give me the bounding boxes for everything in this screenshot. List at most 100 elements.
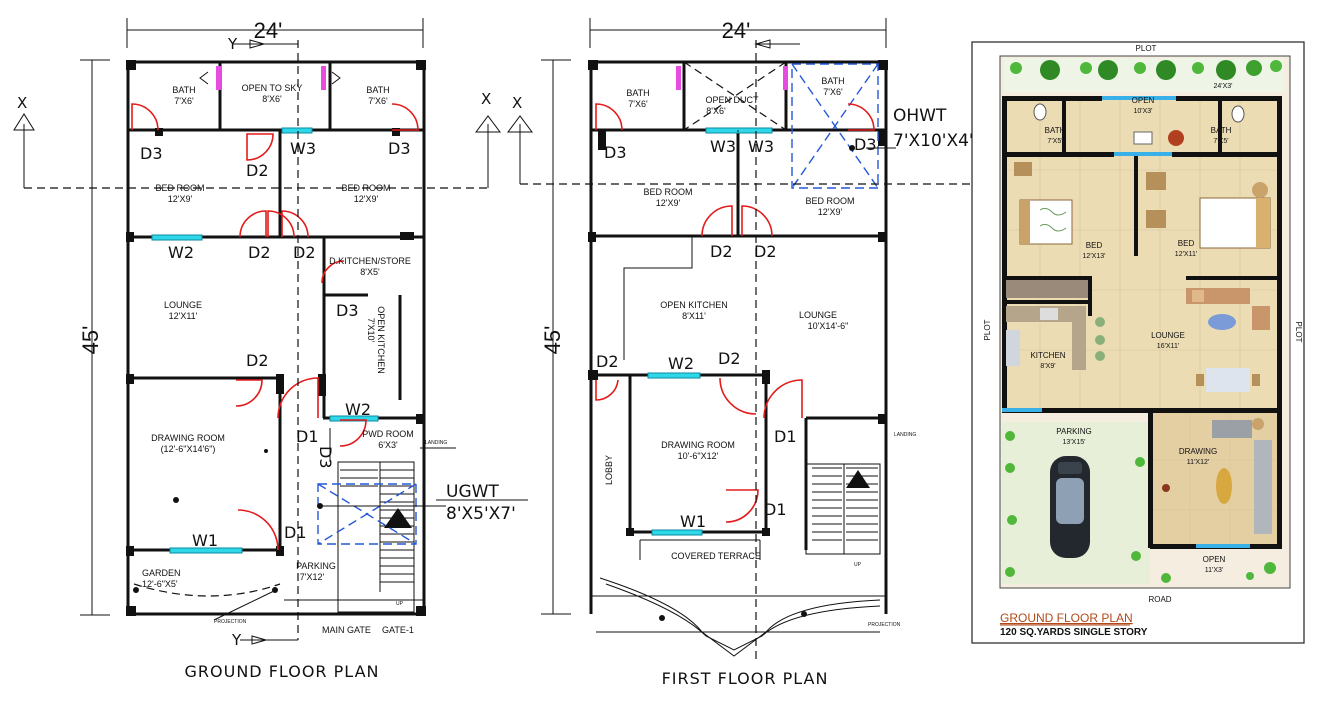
p1-open-sky-size: 8'X6' [262, 94, 282, 104]
tree-row [1005, 60, 1282, 583]
bath-fixtures [1033, 103, 1245, 146]
rendered-walls [1002, 96, 1282, 549]
p3-open-bottom: OPEN [1203, 555, 1226, 564]
p3-open-top: OPEN [1132, 96, 1155, 105]
p1-parking-label: PARKING [296, 561, 336, 571]
p3-plot-right: PLOT [1294, 322, 1303, 343]
p2-d3b: D3 [854, 135, 877, 154]
p1-d2c: D2 [293, 243, 316, 262]
p2-bed-right-label: BED ROOM [805, 196, 854, 206]
p2-bed-left-label: BED ROOM [643, 187, 692, 197]
plan2-depth-dim: 45' [540, 326, 565, 355]
p1-d3b: D3 [388, 139, 411, 158]
p2-d2d: D2 [718, 349, 741, 368]
p1-d3c: D3 [336, 301, 359, 320]
first-floor-cad-plan: 24' 45' [507, 18, 974, 688]
p1-x-left: X [17, 94, 27, 112]
car-icon [1050, 456, 1090, 558]
p3-drawing-size: 11'X12' [1187, 459, 1209, 466]
p1-bath-right-size: 7'X6' [368, 96, 388, 106]
p3-bath-right: BATH [1211, 126, 1232, 135]
drawing-furniture [1212, 418, 1272, 534]
p3-bed-left-size: 12'X13' [1083, 253, 1106, 260]
p2-up: UP [854, 562, 862, 568]
p1-drawing-size: (12'-6"X14'6") [161, 444, 216, 454]
p1-dkitchen-size: 8'X5' [360, 267, 380, 277]
p2-w3a: W3 [710, 137, 736, 156]
p1-d2b: D2 [248, 243, 271, 262]
p1-d1a: D1 [296, 427, 319, 446]
p2-d1a: D1 [774, 427, 797, 446]
kitchen-furniture [1006, 280, 1105, 370]
p1-d3a: D3 [140, 144, 163, 163]
p1-w3: W3 [290, 139, 316, 158]
p1-title: GROUND FLOOR PLAN [185, 662, 380, 681]
p1-ugwt-size: 8'X5'X7' [446, 504, 516, 524]
plan1-depth-dim: 45' [78, 326, 103, 355]
p2-bed-left-size: 12'X9' [656, 198, 681, 208]
p1-garden-label: GARDEN [142, 568, 181, 578]
p2-d2c: D2 [596, 352, 619, 371]
p2-w2: W2 [668, 354, 694, 373]
p2-bed-right-size: 12'X9' [818, 207, 843, 217]
p2-open-kitchen-label: OPEN KITCHEN [660, 300, 728, 310]
p1-bath-left-size: 7'X6' [174, 96, 194, 106]
p1-d2a: D2 [246, 161, 269, 180]
p3-bath-left-size: 7'X5' [1047, 138, 1062, 145]
p3-lounge: LOUNGE [1151, 331, 1185, 340]
p1-ugwt: UGWT [446, 482, 499, 502]
p1-w2b: W2 [345, 400, 371, 419]
p1-up: UP [396, 601, 404, 607]
p2-d2b: D2 [754, 242, 777, 261]
p2-ohwt-size: 7'X10'X4' [893, 131, 974, 151]
rendered-floor-plan: PLOT PLOT PLOT ROAD 24'X3' OPEN 10'X3' B… [971, 41, 1305, 644]
p2-open-duct-label: OPEN DUCT [705, 95, 759, 105]
p1-bath-left-label: BATH [172, 85, 195, 95]
p3-kitchen-size: 8'X9' [1040, 363, 1055, 370]
p3-drawing: DRAWING [1179, 447, 1217, 456]
p2-bath-left-size: 7'X6' [628, 99, 648, 109]
p2-lounge-size: 10'X14'-6" [808, 321, 849, 331]
p3-caption-sub: 120 SQ.YARDS SINGLE STORY [1000, 627, 1148, 638]
p1-garden-size: 12'-6"X5' [142, 579, 178, 589]
p1-open-kitchen-label: OPEN KITCHEN [376, 306, 386, 374]
p1-pwd-label: PWD ROOM [362, 429, 414, 439]
p1-w1: W1 [192, 531, 218, 550]
p2-lounge-label: LOUNGE [799, 310, 837, 320]
p2-d1b: D1 [764, 500, 787, 519]
p2-bath-left-label: BATH [626, 88, 649, 98]
lounge-furniture [1186, 288, 1270, 392]
p1-w2a: W2 [168, 243, 194, 262]
p3-parking-size: 13'X15' [1063, 439, 1086, 446]
p1-lounge-label: LOUNGE [164, 300, 202, 310]
p3-open-bottom-size: 11'X3' [1205, 567, 1224, 574]
bed-left-furniture [1014, 162, 1073, 245]
p2-drawing-size: 10'-6"X12' [678, 451, 719, 461]
p1-bed-left-label: BED ROOM [155, 183, 204, 193]
p2-ohwt: OHWT [893, 106, 947, 126]
p1-y-top: Y [227, 35, 238, 53]
p3-dim-24x3: 24'X3' [1213, 83, 1232, 90]
p1-open-kitchen-size: 7'X10' [366, 318, 376, 343]
p1-d3d: D3 [316, 446, 335, 469]
p2-open-kitchen-size: 8'X11' [682, 311, 706, 321]
p1-d2d: D2 [246, 351, 269, 370]
p2-bath-right-label: BATH [821, 76, 844, 86]
p1-landing: LANDING [425, 440, 447, 446]
p2-title: FIRST FLOOR PLAN [662, 669, 829, 688]
p2-landing: LANDING [894, 432, 916, 438]
plan2-width-dim: 24' [722, 18, 751, 43]
p1-y-bottom: Y [231, 631, 242, 649]
p2-d2a: D2 [710, 242, 733, 261]
bed-right-furniture [1146, 172, 1271, 249]
ground-floor-cad-plan: 24' 45' [13, 18, 528, 681]
plan2-stair-treads [812, 464, 878, 554]
p2-w1: W1 [680, 512, 706, 531]
p1-main-gate: MAIN GATE [322, 625, 371, 635]
p2-bath-right-size: 7'X6' [823, 87, 843, 97]
p1-open-sky-label: OPEN TO SKY [242, 83, 303, 93]
p1-bed-right-label: BED ROOM [341, 183, 390, 193]
p2-w3b: W3 [748, 137, 774, 156]
p2-lobby-label: LOBBY [604, 455, 614, 485]
